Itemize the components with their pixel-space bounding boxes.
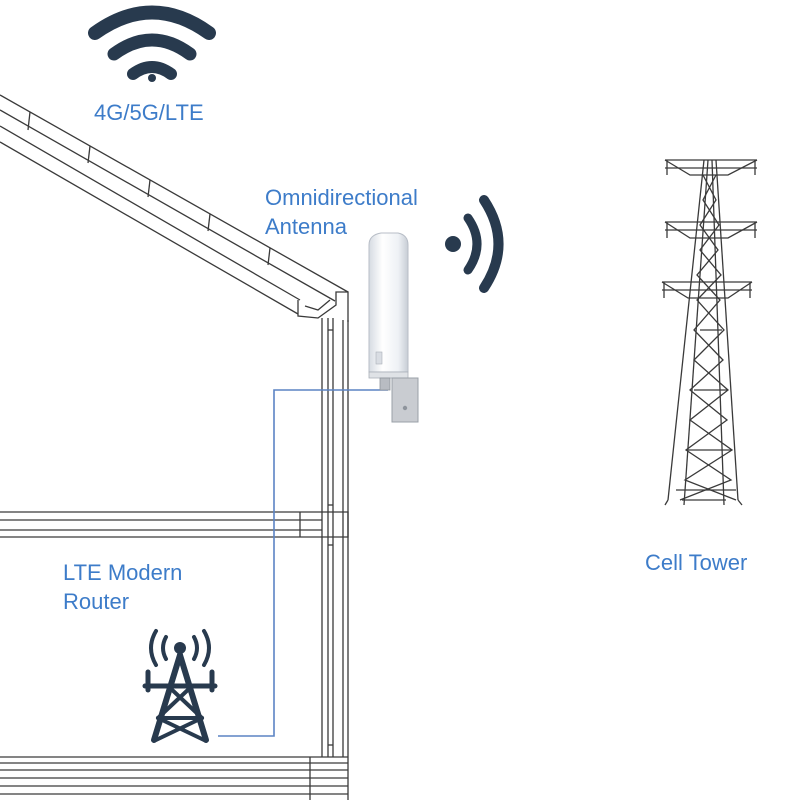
router-label-line1: LTE Modern [63, 560, 183, 585]
router-tower-icon [142, 629, 218, 743]
signal-type-label: 4G/5G/LTE [94, 100, 204, 125]
antenna-label-line2: Antenna [265, 214, 347, 239]
house-cross-section [0, 94, 349, 800]
lattice-cell-tower [661, 159, 758, 506]
router-label-line2: Router [63, 589, 130, 614]
antenna-label-line1: Omnidirectional [265, 185, 418, 210]
router-label: LTE Modern Router [63, 558, 182, 616]
antenna-label: Omnidirectional Antenna [265, 183, 418, 241]
omnidirectional-antenna [368, 232, 419, 423]
broadcast-signal-icon [445, 195, 504, 293]
wifi-signal-icon [88, 5, 216, 82]
cell-tower-label: Cell Tower [645, 550, 748, 575]
antenna-cable [218, 389, 388, 737]
